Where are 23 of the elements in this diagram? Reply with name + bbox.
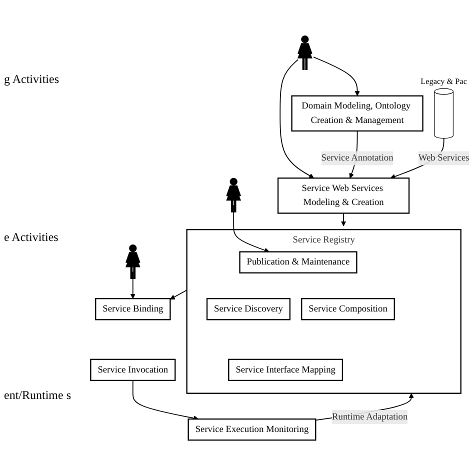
arrow xyxy=(313,56,360,96)
node-box: Service Composition xyxy=(301,298,395,320)
phase-label: e Activities xyxy=(4,230,60,244)
node-box: Service Binding xyxy=(95,298,171,320)
node-box: Service Execution Monitoring xyxy=(188,418,316,440)
arrow xyxy=(280,58,314,178)
arrow xyxy=(233,204,270,252)
phase-label: g Activities xyxy=(4,72,60,86)
node-box: Publication & Maintenance xyxy=(239,250,358,274)
phase-label: ent/Runtime s xyxy=(4,388,72,402)
node-caption: Legacy & Pac xyxy=(420,76,467,86)
arrow xyxy=(130,270,136,298)
node-box: Service Invocation xyxy=(90,358,176,381)
node-box: Service Web Services Modeling & Creation xyxy=(277,177,410,214)
arrow xyxy=(132,380,199,420)
node-box: Domain Modeling, Ontology Creation & Management xyxy=(291,94,424,132)
edge-label: Runtime Adaptation xyxy=(332,411,408,422)
edge-label: Web Services xyxy=(418,152,470,163)
node-box: Service Discovery xyxy=(206,298,290,320)
node-cylinder xyxy=(434,88,454,138)
edge-label: Service Annotation xyxy=(321,152,394,163)
node-box: Service Interface Mapping xyxy=(228,358,344,381)
arrow xyxy=(170,289,188,300)
